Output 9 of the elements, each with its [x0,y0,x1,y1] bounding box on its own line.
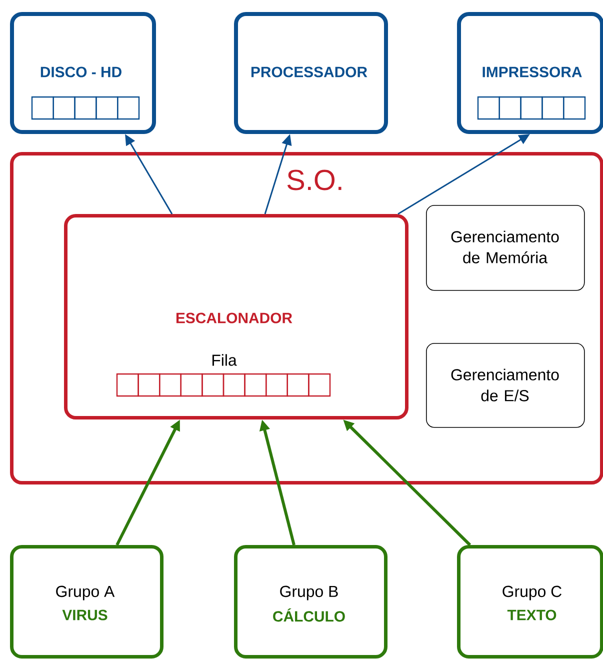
scheduler-box: ESCALONADOR Fila [64,214,408,420]
group-box: Grupo C TEXTO [457,545,603,658]
group-box: Grupo B CÁLCULO [234,545,388,658]
device-box: IMPRESSORA [457,12,603,134]
group-box: Grupo A VIRUS [10,545,164,658]
device-box: DISCO - HD [10,12,156,134]
manager-box: Gerenciamento de E/S [426,343,585,428]
manager-box: Gerenciamento de Memória [426,205,585,291]
device-box: PROCESSADOR [234,12,388,134]
